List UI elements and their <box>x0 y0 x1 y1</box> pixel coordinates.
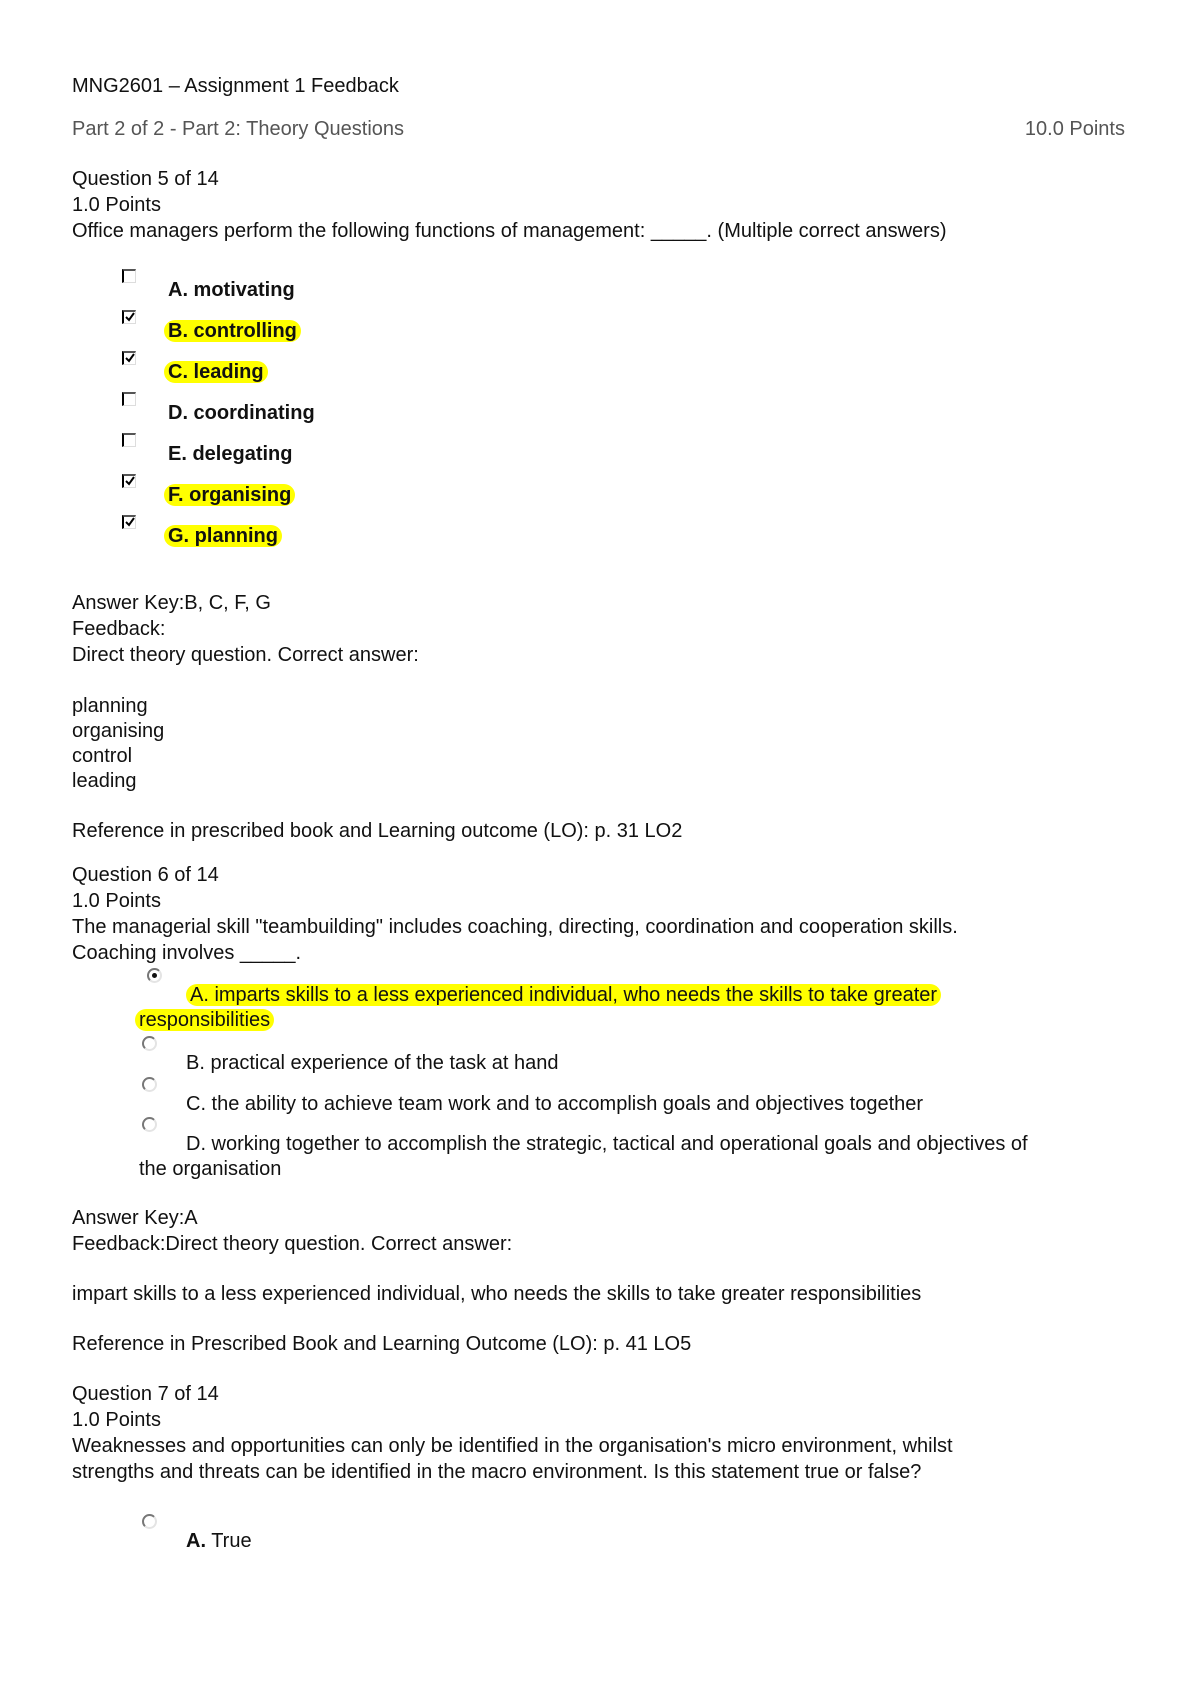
radio-a[interactable] <box>142 1514 157 1529</box>
part-label: Part 2 of 2 - Part 2: Theory Questions <box>72 118 405 140</box>
option-a-label-line1: A. imparts skills to a less experienced … <box>186 982 942 1008</box>
option-text: True <box>211 1530 252 1552</box>
part-points: 10.0 Points <box>1024 118 1125 140</box>
feedback-text: Direct theory question. Correct answer: <box>72 644 419 666</box>
correct-answer-text: impart skills to a less experienced indi… <box>72 1283 922 1305</box>
option-c-label: C. the ability to achieve team work and … <box>186 1093 924 1115</box>
option-a-label-line2: responsibilities <box>135 1007 275 1033</box>
option-f-highlight: F. organising <box>164 484 296 506</box>
checkmark-icon <box>125 476 135 486</box>
option-b-label: B. practical experience of the task at h… <box>186 1052 559 1074</box>
option-a-highlight: A. imparts skills to a less experienced … <box>186 984 942 1006</box>
option-a-label: A. motivating <box>168 279 295 301</box>
option-f-label: F. organising <box>164 482 296 508</box>
correct-item: control <box>72 745 133 767</box>
option-g-label: G. planning <box>164 523 282 549</box>
option-d-label-line1: D. working together to accomplish the st… <box>186 1133 1028 1155</box>
checkmark-icon <box>125 517 135 527</box>
answer-key: Answer Key:B, C, F, G <box>72 592 271 614</box>
answer-key: Answer Key:A <box>72 1207 198 1229</box>
correct-item: planning <box>72 695 148 717</box>
feedback-label: Feedback: <box>72 618 166 640</box>
option-a-highlight: responsibilities <box>135 1009 275 1031</box>
checkbox-b[interactable] <box>122 310 136 324</box>
checkmark-icon <box>125 353 135 363</box>
correct-item: leading <box>72 770 137 792</box>
option-d-label: D. coordinating <box>168 402 315 424</box>
feedback-text: Feedback:Direct theory question. Correct… <box>72 1233 513 1255</box>
question-points: 1.0 Points <box>72 890 161 912</box>
question-number: Question 6 of 14 <box>72 864 219 886</box>
option-e-label: E. delegating <box>168 443 293 465</box>
checkbox-g[interactable] <box>122 515 136 529</box>
option-letter: A. <box>186 1530 206 1552</box>
radio-a[interactable] <box>147 968 162 983</box>
question-number: Question 7 of 14 <box>72 1383 219 1405</box>
question-prompt-line2: strengths and threats can be identified … <box>72 1461 922 1483</box>
checkbox-f[interactable] <box>122 474 136 488</box>
question-number: Question 5 of 14 <box>72 168 219 190</box>
option-g-highlight: G. planning <box>164 525 282 547</box>
question-points: 1.0 Points <box>72 1409 161 1431</box>
question-prompt: Office managers perform the following fu… <box>72 220 947 242</box>
radio-d[interactable] <box>142 1117 157 1132</box>
option-c-highlight: C. leading <box>164 361 268 383</box>
checkbox-c[interactable] <box>122 351 136 365</box>
option-d-label-line2: the organisation <box>139 1158 282 1180</box>
option-b-highlight: B. controlling <box>164 320 301 342</box>
correct-item: organising <box>72 720 165 742</box>
radio-b[interactable] <box>142 1036 157 1051</box>
question-points: 1.0 Points <box>72 194 161 216</box>
radio-selected-dot <box>152 973 157 978</box>
checkbox-d[interactable] <box>122 392 136 406</box>
checkbox-a[interactable] <box>122 269 136 283</box>
checkmark-icon <box>125 312 135 322</box>
radio-c[interactable] <box>142 1077 157 1092</box>
question-prompt-line1: Weaknesses and opportunities can only be… <box>72 1435 953 1457</box>
option-c-label: C. leading <box>164 359 268 385</box>
checkbox-e[interactable] <box>122 433 136 447</box>
question-prompt-line2: Coaching involves _____. <box>72 942 302 964</box>
option-b-label: B. controlling <box>164 318 301 344</box>
document-title: MNG2601 – Assignment 1 Feedback <box>72 75 399 97</box>
reference: Reference in prescribed book and Learnin… <box>72 820 683 842</box>
reference: Reference in Prescribed Book and Learnin… <box>72 1333 692 1355</box>
option-a-label: A. True <box>186 1528 252 1554</box>
question-prompt-line1: The managerial skill "teambuilding" incl… <box>72 916 958 938</box>
